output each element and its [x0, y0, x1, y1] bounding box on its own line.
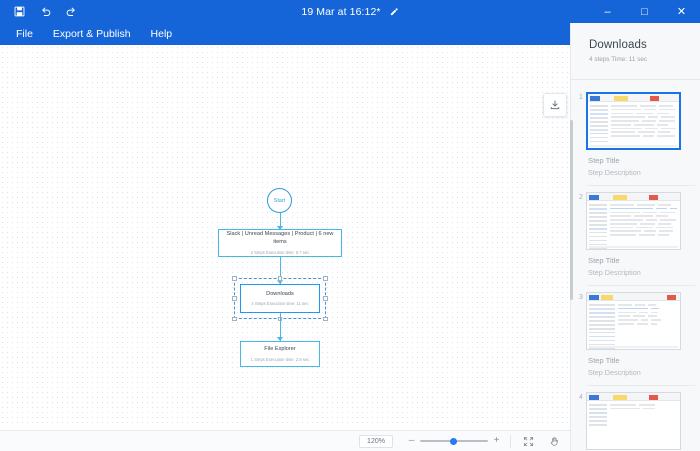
title-bar: 19 Mar at 16:12* – □ ✕: [0, 0, 700, 23]
list-item[interactable]: 2: [571, 186, 700, 283]
maximize-button[interactable]: □: [641, 5, 648, 18]
step-description: Step Description: [588, 368, 641, 377]
step-description: Step Description: [588, 168, 641, 177]
flow-node-downloads-subtitle: 4 Steps Execution time: 11 sec: [251, 301, 309, 307]
step-thumbnail[interactable]: [586, 92, 681, 150]
flow-node-file-explorer-title: File Explorer: [264, 346, 296, 353]
list-item[interactable]: 1: [571, 86, 700, 183]
steps-panel-divider: [571, 79, 700, 80]
step-title: Step Title: [588, 156, 620, 165]
step-divider: [587, 285, 695, 286]
step-number: 2: [579, 194, 583, 201]
connector-arrow-3: [276, 337, 283, 341]
flow-node-downloads-title: Downloads: [266, 290, 294, 297]
flow-node-file-explorer-subtitle: 1 Steps Execution time: 2.8 sec: [250, 356, 310, 362]
list-item[interactable]: 4 Step Title Step Description: [571, 386, 700, 451]
connector-slack-to-downloads: [279, 257, 281, 284]
fit-to-screen-icon[interactable]: [519, 433, 537, 449]
resize-handle-sw[interactable]: [232, 316, 237, 321]
flow-node-slack-subtitle: 2 Steps Execution time: 5.7 sec: [250, 249, 310, 255]
zoom-in-button[interactable]: +: [493, 435, 500, 446]
download-icon[interactable]: [543, 93, 567, 117]
save-icon[interactable]: [6, 1, 32, 23]
list-item[interactable]: 3 St: [571, 286, 700, 383]
zoom-slider[interactable]: [420, 434, 488, 448]
resize-handle-se[interactable]: [323, 316, 328, 321]
zoom-slider-knob[interactable]: [450, 437, 457, 445]
edit-pencil-icon[interactable]: [389, 7, 399, 17]
menu-item-export-publish[interactable]: Export & Publish: [52, 28, 131, 40]
close-button[interactable]: ✕: [676, 6, 687, 18]
resize-handle-n[interactable]: [277, 276, 282, 281]
zoom-level-value[interactable]: 120%: [359, 434, 393, 448]
steps-panel-subtitle: 4 steps Time: 11 sec: [589, 56, 648, 63]
step-number: 3: [579, 294, 583, 301]
resize-handle-nw[interactable]: [232, 276, 237, 281]
toolbar-divider: [510, 434, 511, 448]
canvas-bottom-toolbar: 120% – +: [0, 430, 570, 451]
zoom-out-button[interactable]: –: [408, 435, 415, 446]
undo-icon[interactable]: [32, 1, 58, 23]
resize-handle-w[interactable]: [232, 296, 237, 301]
window-controls: – □ ✕: [589, 0, 700, 23]
minimize-button[interactable]: –: [604, 5, 611, 18]
step-number: 1: [579, 94, 583, 101]
step-thumbnail[interactable]: [586, 392, 681, 450]
steps-panel-title: Downloads: [589, 39, 647, 51]
menu-item-help[interactable]: Help: [150, 28, 173, 40]
hand-pan-icon[interactable]: [545, 433, 563, 449]
flow-canvas[interactable]: Start Slack | Unread Messages | Product …: [0, 45, 570, 451]
step-title: Step Title: [588, 356, 620, 365]
steps-list[interactable]: 1: [571, 86, 700, 451]
step-title: Step Title: [588, 256, 620, 265]
flow-node-file-explorer[interactable]: File Explorer 1 Steps Execution time: 2.…: [240, 341, 320, 367]
flow-node-downloads[interactable]: Downloads 4 Steps Execution time: 11 sec: [240, 284, 320, 313]
steps-panel-scrollbar[interactable]: [570, 120, 573, 300]
quick-toolbar: [0, 1, 84, 23]
step-divider: [587, 385, 695, 386]
resize-handle-e[interactable]: [323, 296, 328, 301]
connector-downloads-to-fileexplorer: [279, 313, 281, 341]
menu-item-file[interactable]: File: [16, 28, 33, 40]
flow-node-slack-title: Slack | Unread Messages | Product | 6 ne…: [226, 231, 334, 245]
steps-panel: Downloads 4 steps Time: 11 sec 1: [570, 23, 700, 451]
document-title: 19 Mar at 16:12*: [301, 5, 381, 18]
menu-bar: File Export & Publish Help: [0, 23, 700, 45]
connector-arrow-2: [276, 280, 283, 284]
flow-node-slack[interactable]: Slack | Unread Messages | Product | 6 ne…: [218, 229, 342, 257]
resize-handle-ne[interactable]: [323, 276, 328, 281]
connector-arrow-1: [276, 226, 283, 230]
connector-start-to-slack: [279, 213, 281, 230]
flow-node-start-label: Start: [273, 197, 286, 204]
steps-panel-header: Downloads 4 steps Time: 11 sec: [571, 23, 700, 73]
flow-node-start[interactable]: Start: [267, 188, 292, 213]
flow-diagram: Start Slack | Unread Messages | Product …: [0, 45, 570, 423]
step-number: 4: [579, 394, 583, 401]
step-divider: [587, 185, 695, 186]
step-thumbnail[interactable]: [586, 192, 681, 250]
redo-icon[interactable]: [58, 1, 84, 23]
step-thumbnail[interactable]: [586, 292, 681, 350]
step-description: Step Description: [588, 268, 641, 277]
